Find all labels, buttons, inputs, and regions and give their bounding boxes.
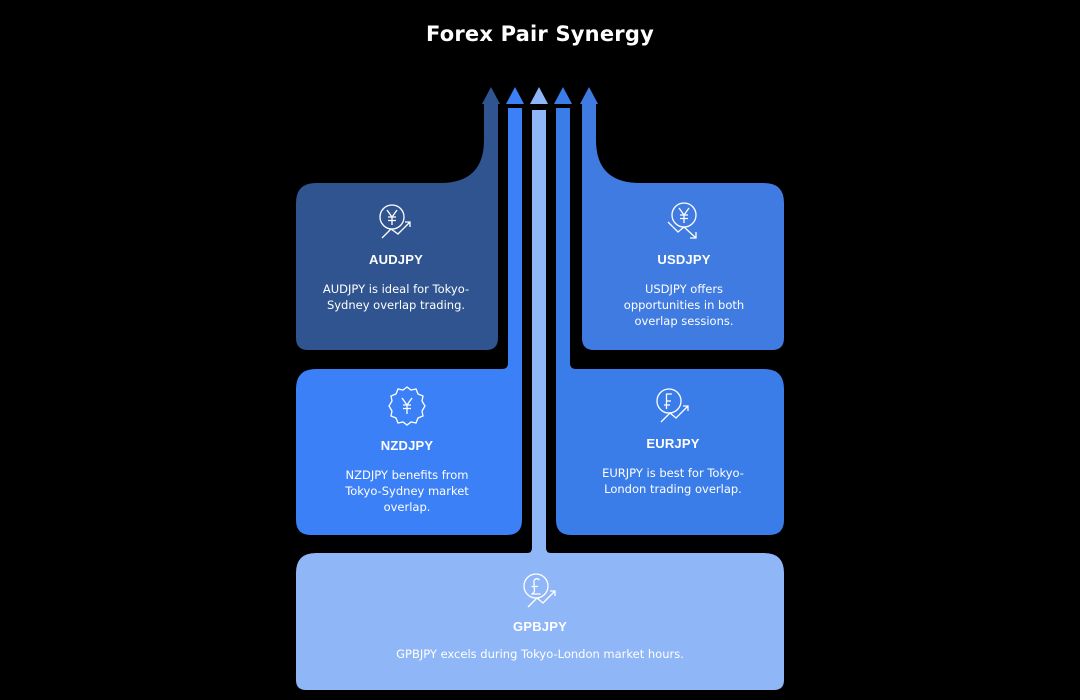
card-audjpy-description: AUDJPY is ideal for Tokyo-Sydney overlap… <box>322 282 470 312</box>
card-gbpjpy-description: GPBJPY excels during Tokyo-London market… <box>396 647 684 661</box>
card-usdjpy-title: USDJPY <box>657 252 711 267</box>
yen-badge-icon <box>388 386 426 426</box>
card-gbpjpy-title: GPBJPY <box>513 619 567 634</box>
card-usdjpy-description: USDJPY offers opportunities in both over… <box>623 282 745 328</box>
card-eurjpy-title: EURJPY <box>646 436 700 451</box>
card-audjpy-shape <box>296 104 498 350</box>
card-eurjpy: EURJPY EURJPY is best for Tokyo-London t… <box>578 384 768 497</box>
card-eurjpy-shape <box>556 108 784 535</box>
arrow-head-eurjpy <box>554 87 572 104</box>
arrow-head-gbpjpy <box>530 87 548 104</box>
card-nzdjpy: NZDJPY NZDJPY benefits from Tokyo-Sydney… <box>312 384 502 515</box>
pound-trend-up-icon <box>523 573 556 608</box>
card-nzdjpy-title: NZDJPY <box>380 438 434 453</box>
card-eurjpy-description: EURJPY is best for Tokyo-London trading … <box>602 466 744 496</box>
card-gbpjpy-shape <box>296 110 784 690</box>
franc-trend-up-icon <box>656 388 689 423</box>
arrow-head-usdjpy <box>580 87 598 104</box>
card-nzdjpy-description: NZDJPY benefits from Tokyo-Sydney market… <box>345 468 469 514</box>
card-audjpy: AUDJPY AUDJPY is ideal for Tokyo-Sydney … <box>306 200 486 313</box>
card-usdjpy: USDJPY USDJPY offers opportunities in bo… <box>594 200 774 329</box>
card-audjpy-title: AUDJPY <box>369 252 423 267</box>
page-title: Forex Pair Synergy <box>426 22 654 46</box>
yen-trend-up-icon <box>379 204 411 239</box>
yen-trend-down-icon <box>667 202 697 239</box>
arrow-head-audjpy <box>482 87 500 104</box>
card-gbpjpy: GPBJPY GPBJPY excels during Tokyo-London… <box>340 569 740 662</box>
arrow-head-nzdjpy <box>506 87 524 104</box>
card-nzdjpy-shape <box>296 108 522 535</box>
